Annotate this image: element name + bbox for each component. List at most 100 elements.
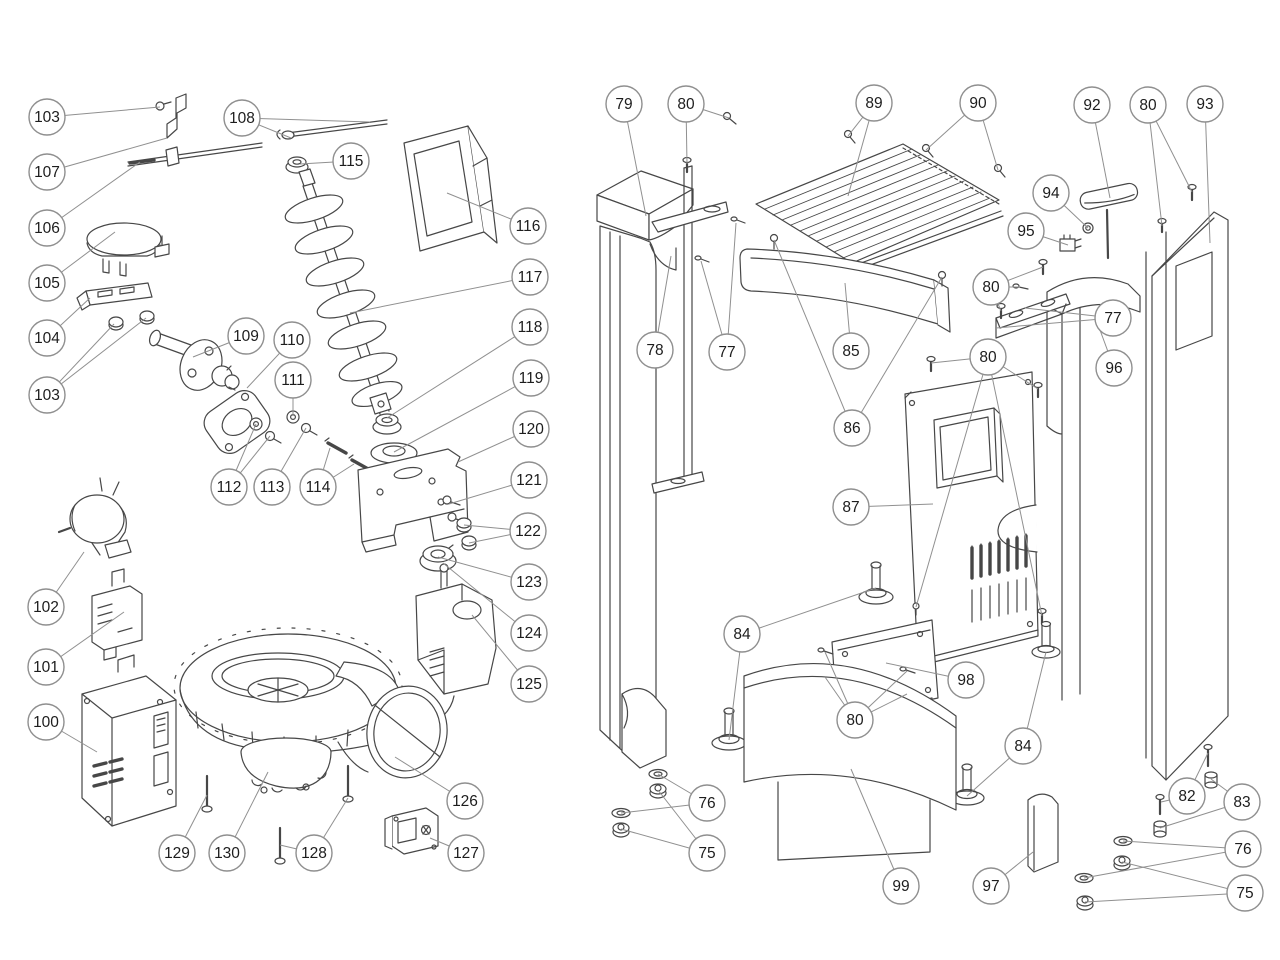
support-bracket-78 xyxy=(651,165,729,494)
svg-text:90: 90 xyxy=(969,95,987,112)
svg-text:101: 101 xyxy=(33,659,59,676)
svg-text:80: 80 xyxy=(1139,97,1157,114)
svg-text:100: 100 xyxy=(33,714,59,731)
svg-text:115: 115 xyxy=(339,153,364,170)
screws-90 xyxy=(843,129,1006,178)
svg-text:104: 104 xyxy=(34,330,60,347)
svg-text:108: 108 xyxy=(229,110,255,127)
callout-86: 86 xyxy=(833,409,871,447)
screws-80-bracket xyxy=(996,258,1048,320)
svg-text:77: 77 xyxy=(718,344,735,361)
svg-text:97: 97 xyxy=(982,878,999,895)
leader-line xyxy=(1121,861,1246,894)
svg-text:83: 83 xyxy=(1233,794,1250,811)
screw-and-bracket-103-107 xyxy=(155,93,187,139)
leader-line xyxy=(46,106,161,118)
svg-text:126: 126 xyxy=(452,793,478,810)
svg-text:106: 106 xyxy=(34,220,60,237)
callout-129: 129 xyxy=(158,834,196,872)
callout-76: 76 xyxy=(1224,830,1262,868)
svg-text:114: 114 xyxy=(306,479,331,496)
leader-line xyxy=(46,317,147,396)
blower-cone-130 xyxy=(240,737,332,794)
leader-line xyxy=(393,377,532,453)
svg-text:89: 89 xyxy=(865,95,882,112)
callout-113: 113 xyxy=(253,468,291,506)
svg-text:85: 85 xyxy=(842,343,859,360)
corner-panel-96 xyxy=(1046,277,1141,701)
callout-77: 77 xyxy=(1094,299,1132,337)
leader-line xyxy=(349,276,531,314)
callout-75: 75 xyxy=(688,834,726,872)
callout-99: 99 xyxy=(882,867,920,905)
svg-text:109: 109 xyxy=(233,328,259,345)
callout-130: 130 xyxy=(208,834,246,872)
callout-127: 127 xyxy=(447,834,485,872)
callout-128: 128 xyxy=(295,834,333,872)
leader-line xyxy=(1122,840,1244,850)
leader-line xyxy=(386,326,531,419)
side-panel-right-93 xyxy=(1145,211,1229,781)
callout-93: 93 xyxy=(1186,85,1224,123)
feed-tube-109 xyxy=(148,329,240,391)
callout-119: 119 xyxy=(512,359,550,397)
leader-line xyxy=(987,356,1043,617)
svg-text:124: 124 xyxy=(516,625,542,642)
callout-layer: 1031071061051041031081151161171181191201… xyxy=(27,84,1264,912)
svg-text:98: 98 xyxy=(957,672,974,689)
callout-79: 79 xyxy=(605,85,643,123)
round-cap-105 xyxy=(86,222,170,277)
svg-text:99: 99 xyxy=(892,878,909,895)
callout-109: 109 xyxy=(227,317,265,355)
svg-text:80: 80 xyxy=(846,712,864,729)
top-front-panel-85 xyxy=(739,248,951,333)
svg-text:127: 127 xyxy=(453,845,479,862)
callout-123: 123 xyxy=(510,563,548,601)
hopper-frame-116 xyxy=(403,125,498,252)
callout-112: 112 xyxy=(210,468,248,506)
callout-80: 80 xyxy=(667,85,705,123)
callout-118: 118 xyxy=(511,308,549,346)
relay-box-101 xyxy=(91,568,143,661)
callout-80: 80 xyxy=(972,268,1010,306)
svg-text:93: 93 xyxy=(1196,96,1213,113)
callout-100: 100 xyxy=(27,703,65,741)
svg-text:120: 120 xyxy=(518,421,544,438)
leader-line xyxy=(623,103,647,217)
callout-80: 80 xyxy=(836,701,874,739)
callout-120: 120 xyxy=(512,410,550,448)
callout-75: 75 xyxy=(1226,874,1264,912)
callout-114: 114 xyxy=(299,468,337,506)
leader-line xyxy=(1083,848,1244,879)
pins-114 xyxy=(324,437,372,472)
callout-94: 94 xyxy=(1032,174,1070,212)
pressure-switch-102 xyxy=(57,477,132,559)
leader-line xyxy=(726,222,737,353)
callout-76: 76 xyxy=(688,784,726,822)
svg-text:112: 112 xyxy=(217,479,242,496)
nuts-122 xyxy=(456,517,477,551)
callout-117: 117 xyxy=(511,258,549,296)
pedestal-foot-97 xyxy=(1027,793,1059,873)
callout-85: 85 xyxy=(832,332,870,370)
callout-125: 125 xyxy=(510,665,548,703)
bolts-121 xyxy=(442,495,466,523)
leader-line xyxy=(773,239,853,429)
svg-text:119: 119 xyxy=(519,370,544,387)
svg-text:111: 111 xyxy=(281,372,305,389)
leader-line xyxy=(1084,892,1246,903)
hardware-bottom-left-75-76 xyxy=(611,768,668,838)
callout-95: 95 xyxy=(1007,212,1045,250)
screws-80-top-right xyxy=(1157,183,1197,234)
callout-84: 84 xyxy=(1004,727,1042,765)
callout-80: 80 xyxy=(1129,86,1167,124)
leader-line xyxy=(851,276,943,429)
side-panel-left-79 xyxy=(596,170,694,769)
power-socket-127 xyxy=(384,807,439,855)
svg-text:80: 80 xyxy=(677,96,695,113)
callout-103: 103 xyxy=(28,98,66,136)
callout-111: 111 xyxy=(274,361,312,399)
callout-97: 97 xyxy=(972,867,1010,905)
leader-line xyxy=(741,587,877,635)
